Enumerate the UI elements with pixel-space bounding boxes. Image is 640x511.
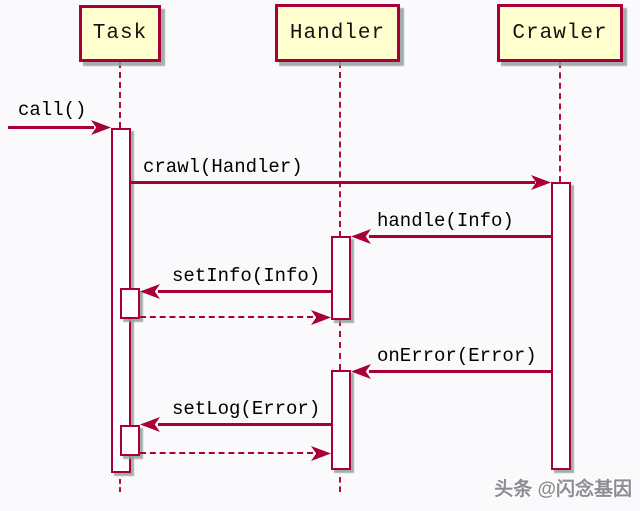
lifeline-task-top xyxy=(119,62,121,128)
lifeline-handler-bottom xyxy=(339,477,341,492)
arrowhead-left-icon xyxy=(351,229,371,244)
participant-label-handler: Handler xyxy=(289,21,386,45)
activation-task-nested-2 xyxy=(120,425,140,456)
watermark-text: 头条 @闪念基因 xyxy=(494,479,632,500)
participant-box-task: Task xyxy=(79,5,161,62)
arrowhead-right-icon xyxy=(311,446,331,461)
message-label-call: call() xyxy=(18,99,87,121)
message-line-onerror xyxy=(369,370,551,373)
message-label-crawl: crawl(Handler) xyxy=(143,156,303,178)
arrowhead-right-icon xyxy=(91,120,111,135)
message-label-onerror: onError(Error) xyxy=(377,345,537,367)
participant-box-handler: Handler xyxy=(275,4,400,62)
message-label-setinfo: setInfo(Info) xyxy=(172,265,321,287)
message-label-setlog: setLog(Error) xyxy=(172,398,321,420)
message-line-setlog xyxy=(158,423,331,426)
activation-crawler xyxy=(551,182,571,470)
message-line-setinfo xyxy=(158,290,331,293)
message-line-crawl xyxy=(131,181,535,184)
message-line-handle xyxy=(369,235,551,238)
lifeline-handler-mid xyxy=(339,320,341,370)
return-line-2 xyxy=(140,452,313,454)
lifeline-task-bottom xyxy=(119,479,121,492)
return-line-1 xyxy=(140,316,313,318)
participant-label-task: Task xyxy=(92,22,148,45)
arrowhead-left-icon xyxy=(140,417,160,432)
participant-label-crawler: Crawler xyxy=(512,21,608,45)
arrowhead-left-icon xyxy=(140,284,160,299)
activation-task-nested-1 xyxy=(120,288,140,319)
message-line-call xyxy=(8,126,94,129)
lifeline-handler-top xyxy=(339,62,341,237)
participant-box-crawler: Crawler xyxy=(497,4,623,62)
activation-handler-2 xyxy=(331,370,351,470)
activation-handler-1 xyxy=(331,236,351,320)
arrowhead-left-icon xyxy=(351,364,371,379)
message-label-handle: handle(Info) xyxy=(377,210,514,232)
arrowhead-right-icon xyxy=(311,310,331,325)
lifeline-crawler-top xyxy=(559,62,561,182)
